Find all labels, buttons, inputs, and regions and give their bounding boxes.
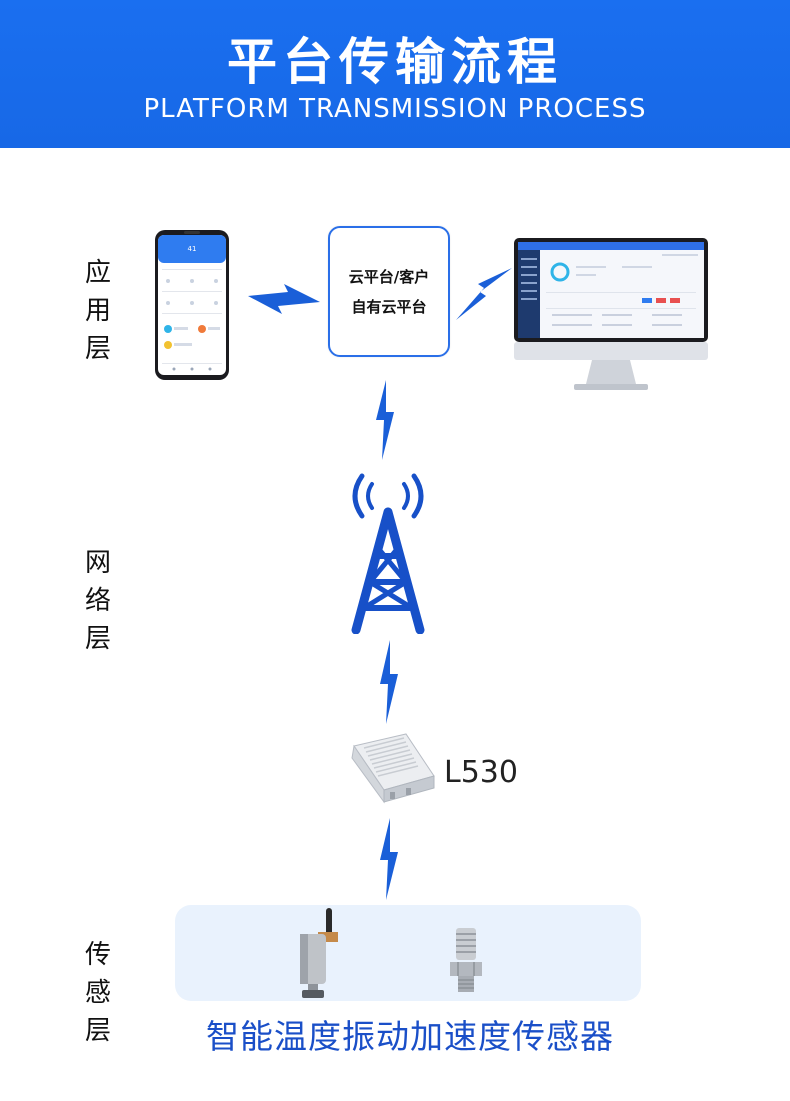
desktop-monitor-icon (514, 238, 708, 390)
sensor-panel (175, 905, 641, 1001)
pressure-sensor-icon (450, 928, 482, 992)
lightning-bolt-icon (376, 380, 394, 460)
header-banner: 平台传输流程 PLATFORM TRANSMISSION PROCESS (0, 0, 790, 148)
layer-char: 网 (84, 548, 111, 578)
lightning-bolt-icon (456, 268, 512, 320)
page-subtitle: PLATFORM TRANSMISSION PROCESS (143, 94, 647, 124)
lightning-bolt-icon (380, 640, 398, 724)
lightning-bolt-icon (248, 284, 320, 314)
sensor-caption: 智能温度振动加速度传感器 (206, 1017, 614, 1056)
layer-char: 传 (84, 940, 111, 970)
vibration-sensor-icon (300, 908, 338, 998)
gateway-device-icon (351, 733, 435, 804)
cloud-box-line1: 云平台/客户 (348, 267, 430, 286)
network-layer-label: 网 络 层 (78, 544, 118, 658)
cloud-platform-box: 云平台/客户 自有云平台 (328, 226, 450, 357)
svg-text:41: 41 (188, 245, 197, 253)
layer-char: 用 (84, 296, 111, 326)
layer-char: 层 (84, 624, 111, 654)
layer-char: 络 (84, 586, 111, 616)
cell-tower-icon (351, 473, 425, 634)
layer-char: 层 (84, 334, 111, 364)
gateway-label: L530 (444, 755, 518, 790)
sensing-layer-label: 传 感 层 (78, 936, 118, 1050)
layer-char: 应 (84, 258, 111, 288)
application-layer-label: 应 用 层 (78, 254, 118, 368)
layer-char: 感 (84, 978, 111, 1008)
page-title: 平台传输流程 (227, 33, 563, 91)
layer-char: 层 (84, 1016, 111, 1046)
phone-app-icon: 41 (155, 230, 229, 380)
lightning-bolt-icon (380, 818, 398, 900)
cloud-box-line2: 自有云平台 (351, 297, 427, 316)
